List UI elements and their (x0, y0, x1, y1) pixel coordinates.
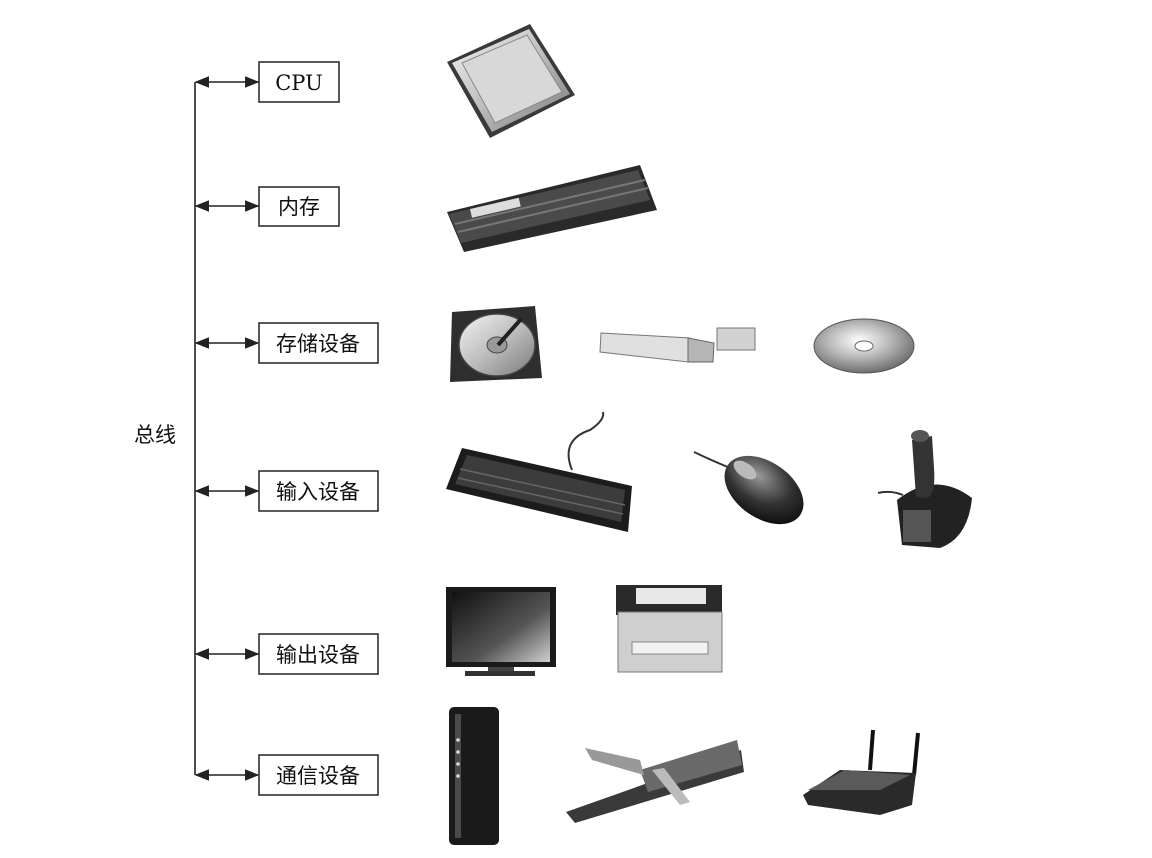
component-label-output: 输出设备 (276, 643, 360, 667)
row-output: 输出设备 (196, 634, 378, 674)
row-cpu: CPU (196, 62, 339, 102)
mouse-icon (694, 442, 816, 538)
joystick-icon (878, 430, 972, 548)
component-label-communication: 通信设备 (276, 764, 360, 788)
component-label-memory: 内存 (278, 195, 320, 219)
modem-icon (449, 707, 499, 845)
network-card-icon (566, 740, 744, 823)
component-label-cpu: CPU (275, 71, 323, 95)
hard-disk-icon (450, 306, 542, 382)
row-memory: 内存 (196, 187, 339, 226)
ram-modules-icon (447, 165, 657, 252)
component-label-storage: 存储设备 (276, 332, 360, 356)
optical-disc-icon (814, 319, 914, 373)
monitor-icon (446, 587, 556, 676)
row-input: 输入设备 (196, 471, 378, 511)
wireless-router-icon (803, 730, 918, 815)
row-communication: 通信设备 (196, 755, 378, 795)
usb-flash-drive-icon (600, 328, 755, 362)
component-label-input: 输入设备 (276, 480, 360, 504)
bus-label: 总线 (134, 423, 176, 447)
keyboard-icon (446, 412, 632, 532)
row-storage: 存储设备 (196, 323, 378, 363)
printer-icon (616, 585, 722, 672)
cpu-chip-icon (447, 24, 575, 138)
